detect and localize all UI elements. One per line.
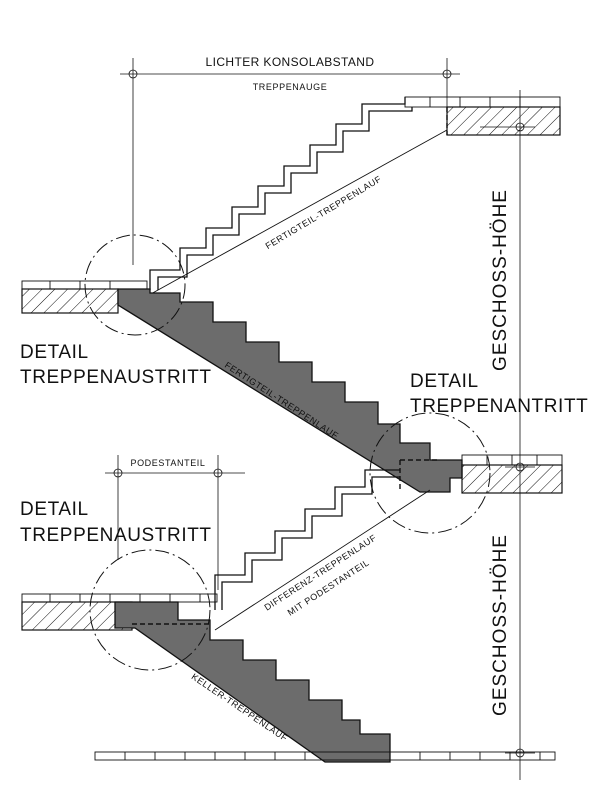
detail-lower-exit-label-2: TREPPENAUSTRITT xyxy=(20,525,212,546)
detail-lower-exit-label-1: DETAIL xyxy=(20,499,89,520)
detail-circle-lower-exit xyxy=(89,549,211,671)
stair-eye-label: TREPPENAUGE xyxy=(253,82,328,92)
clear-console-distance-label: LICHTER KONSOLABSTAND xyxy=(206,55,375,69)
dimension-marker xyxy=(128,69,138,79)
storey-height-lower-label: GESCHOSS-HÖHE xyxy=(490,534,511,716)
detail-entry-label-2: TREPPENANTRITT xyxy=(410,396,588,417)
lower-left-floor-slab xyxy=(21,593,218,631)
cellar-flight: KELLER-TREPPENLAUF xyxy=(114,601,391,763)
dimension-marker xyxy=(442,69,452,79)
detail-circle-entry xyxy=(369,412,491,534)
detail-entry-label-1: DETAIL xyxy=(410,371,479,392)
difference-flight: DIFFERENZ-TREPPENLAUF MIT PODESTANTEIL xyxy=(214,469,431,631)
middle-floor-slab xyxy=(399,454,563,494)
upper-precast-flight: FERTIGTEIL-TREPPENLAUF xyxy=(139,97,448,301)
top-dimension: LICHTER KONSOLABSTAND TREPPENAUGE xyxy=(120,55,460,265)
dimension-marker xyxy=(213,468,223,478)
detail-upper-exit-label-1: DETAIL xyxy=(20,342,89,363)
landing-piece-dimension: PODESTANTEIL xyxy=(105,455,245,590)
detail-upper-exit-label-2: TREPPENAUSTRITT xyxy=(20,367,212,388)
difference-flight-label-1: DIFFERENZ-TREPPENLAUF xyxy=(262,532,378,612)
storey-height-upper-label: GESCHOSS-HÖHE xyxy=(490,189,511,371)
dimension-marker xyxy=(515,748,525,758)
storey-height-dimension: GESCHOSS-HÖHE GESCHOSS-HÖHE xyxy=(480,90,535,780)
top-floor-slab xyxy=(404,96,561,136)
dimension-marker xyxy=(113,468,123,478)
landing-piece-label: PODESTANTEIL xyxy=(130,458,205,468)
upper-left-floor-slab xyxy=(21,280,148,314)
basement-floor xyxy=(94,751,556,761)
detail-circle-upper-exit xyxy=(84,234,186,336)
